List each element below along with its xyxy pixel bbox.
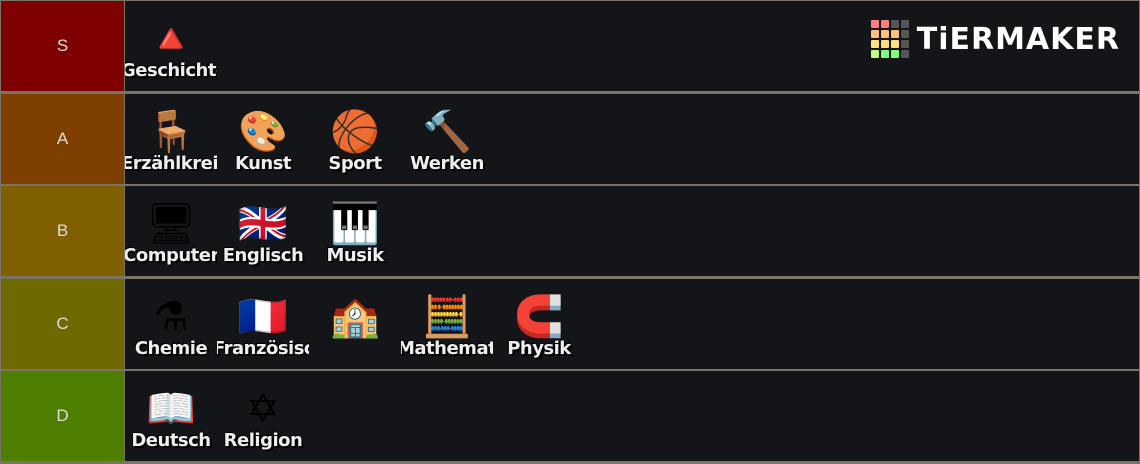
tier-item[interactable]: 🇬🇧Englisch bbox=[217, 186, 309, 276]
pyramid-icon: 🔺 bbox=[146, 16, 196, 62]
book-pen-icon: 📖 bbox=[146, 386, 196, 433]
item-caption: Computer bbox=[125, 245, 217, 267]
tier-item[interactable]: 🎨Kunst bbox=[217, 94, 309, 184]
uk-flag-icon: 🇬🇧 bbox=[238, 201, 288, 248]
item-caption: Englisch bbox=[222, 245, 304, 267]
tier-item[interactable]: 🖥Computer bbox=[125, 186, 217, 276]
religious-symbols-icon: ✡ bbox=[246, 386, 280, 433]
tier-item[interactable]: 📖Deutsch bbox=[125, 371, 217, 461]
tier-label[interactable]: C bbox=[1, 278, 124, 369]
tier-label[interactable]: A bbox=[1, 93, 124, 184]
tier-item[interactable]: 🧮Mathematik bbox=[401, 279, 493, 369]
tier-item[interactable]: 🔨Werken bbox=[401, 94, 493, 184]
item-caption: Musik bbox=[326, 245, 384, 267]
tier-items: 🔺Geschichte bbox=[125, 1, 1139, 91]
tier-label[interactable]: D bbox=[1, 371, 124, 462]
item-caption: Physik bbox=[507, 337, 571, 359]
tier-row-b: B🖥Computer🇬🇧Englisch🎹Musik bbox=[0, 186, 1140, 277]
keyboard-tambourine-icon: 🎹 bbox=[330, 201, 380, 248]
tier-row-a: A🪑Erzählkreis🎨Kunst🏀Sport🔨Werken bbox=[0, 93, 1140, 184]
tier-items: ⚗Chemie🇫🇷Französisch🏫🧮Mathematik🧲Physik bbox=[125, 278, 1139, 369]
item-caption: Kunst bbox=[234, 152, 292, 174]
item-caption: Sport bbox=[328, 152, 382, 174]
tiermaker-logo: TiERMAKER bbox=[870, 20, 1120, 58]
tier-item[interactable]: 🎹Musik bbox=[309, 186, 401, 276]
abacus-icon: 🧮 bbox=[422, 293, 472, 340]
tier-row-c: C⚗Chemie🇫🇷Französisch🏫🧮Mathematik🧲Physik bbox=[0, 278, 1140, 369]
palette-scissors-icon: 🎨 bbox=[238, 108, 288, 155]
tier-row-d: D📖Deutsch✡Religion bbox=[0, 371, 1140, 462]
item-caption: Chemie bbox=[134, 337, 208, 359]
item-caption: Werken bbox=[410, 152, 484, 174]
chairs-icon: 🪑 bbox=[146, 108, 196, 155]
tier-items: 🖥Computer🇬🇧Englisch🎹Musik bbox=[125, 186, 1139, 277]
classroom-picture-icon: 🏫 bbox=[330, 293, 380, 340]
france-flag-icon: 🇫🇷 bbox=[238, 293, 288, 340]
tier-item[interactable]: ✡Religion bbox=[217, 371, 309, 461]
tier-row-s: S🔺Geschichte bbox=[0, 1, 1140, 91]
item-caption: Religion bbox=[223, 430, 303, 452]
tier-item[interactable]: 🏫 bbox=[309, 279, 401, 369]
item-caption: Französisch bbox=[217, 337, 309, 359]
computer-icon: 🖥 bbox=[145, 201, 197, 248]
item-caption: Deutsch bbox=[131, 430, 211, 452]
tier-item[interactable]: 🏀Sport bbox=[309, 94, 401, 184]
tier-item[interactable]: 🔺Geschichte bbox=[125, 1, 217, 91]
item-caption: Erzählkreis bbox=[125, 152, 217, 174]
saw-hammer-icon: 🔨 bbox=[422, 108, 472, 155]
tier-item[interactable]: 🇫🇷Französisch bbox=[217, 279, 309, 369]
tier-items: 📖Deutsch✡Religion bbox=[125, 371, 1139, 462]
item-caption: Mathematik bbox=[401, 337, 493, 359]
tier-item[interactable]: 🪑Erzählkreis bbox=[125, 94, 217, 184]
tier-item[interactable]: 🧲Physik bbox=[493, 279, 585, 369]
tier-label[interactable]: B bbox=[1, 186, 124, 277]
tier-label[interactable]: S bbox=[1, 1, 124, 91]
magnet-thermometer-icon: 🧲 bbox=[514, 293, 564, 340]
rope-ball-icon: 🏀 bbox=[330, 108, 380, 155]
tier-items: 🪑Erzählkreis🎨Kunst🏀Sport🔨Werken bbox=[125, 93, 1139, 184]
logo-grid-icon bbox=[870, 20, 909, 58]
flask-icon: ⚗ bbox=[153, 293, 189, 340]
item-caption: Geschichte bbox=[125, 60, 217, 81]
logo-text: TiERMAKER bbox=[916, 21, 1120, 57]
tier-item[interactable]: ⚗Chemie bbox=[125, 279, 217, 369]
